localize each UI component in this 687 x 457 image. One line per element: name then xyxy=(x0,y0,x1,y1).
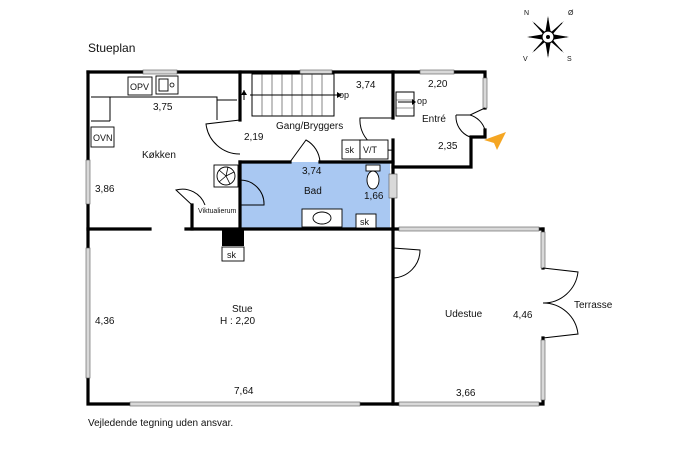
entry-up-label: op xyxy=(417,96,427,106)
sk-hall-label: sk xyxy=(345,145,355,155)
entry-name: Entré xyxy=(422,114,446,125)
plan-title: Stueplan xyxy=(88,41,135,55)
kitchen-counters xyxy=(91,96,237,122)
compass-east-label: Ø xyxy=(568,10,574,17)
terrace-name: Terrasse xyxy=(574,300,613,311)
dishwasher-label: OPV xyxy=(130,82,149,92)
sunroom-depth: 4,46 xyxy=(513,310,533,321)
entry-depth: 2,35 xyxy=(438,141,458,152)
sink-icon xyxy=(155,75,179,95)
doors xyxy=(175,107,579,339)
entry-arrow-icon xyxy=(484,132,506,150)
sk-chimney-label: sk xyxy=(227,250,237,260)
windows xyxy=(85,69,546,407)
kitchen-depth: 3,86 xyxy=(95,184,115,195)
oven xyxy=(90,126,115,148)
kitchen-width: 3,75 xyxy=(153,102,173,113)
pantry-name: Viktualierum xyxy=(198,208,237,215)
compass-north-label: N xyxy=(524,10,529,17)
oven-label: OVN xyxy=(93,133,113,143)
compass-rose-icon: N Ø S V xyxy=(523,10,574,63)
living-depth: 4,36 xyxy=(95,316,115,327)
compass-south-label: S xyxy=(567,56,572,63)
bath-width: 3,74 xyxy=(302,166,322,177)
sk-chimney-box xyxy=(221,246,245,262)
chimney xyxy=(222,229,244,246)
entry-steps xyxy=(395,91,416,117)
bath-name: Bad xyxy=(304,186,322,197)
hall-name: Gang/Bryggers xyxy=(276,121,343,132)
sunroom-width: 3,66 xyxy=(456,388,476,399)
washer-dryer xyxy=(359,139,389,160)
staircase xyxy=(241,73,342,117)
interior-walls xyxy=(86,70,395,231)
compass-west-label: V xyxy=(523,56,528,63)
entry-width: 2,20 xyxy=(428,79,448,90)
living-height: H : 2,20 xyxy=(220,316,255,327)
hall-dim-b: 2,19 xyxy=(244,132,264,143)
stair-up-label: op xyxy=(339,90,349,100)
disclaimer: Vejledende tegning uden ansvar. xyxy=(88,418,233,429)
toilet-icon xyxy=(365,164,381,190)
bath-depth: 1,66 xyxy=(364,191,384,202)
sunroom-name: Udestue xyxy=(445,309,483,320)
sk-bath-box xyxy=(355,213,377,229)
kitchen-name: Køkken xyxy=(142,150,176,161)
dishwasher xyxy=(127,76,153,96)
living-width: 7,64 xyxy=(234,386,254,397)
living-name: Stue xyxy=(232,304,253,315)
stove-fan-icon xyxy=(213,164,239,188)
hall-dim-a: 3,74 xyxy=(356,80,376,91)
sk-bath-label: sk xyxy=(360,217,370,227)
washer-dryer-label: V/T xyxy=(363,145,378,155)
washbasin-icon xyxy=(301,208,343,228)
